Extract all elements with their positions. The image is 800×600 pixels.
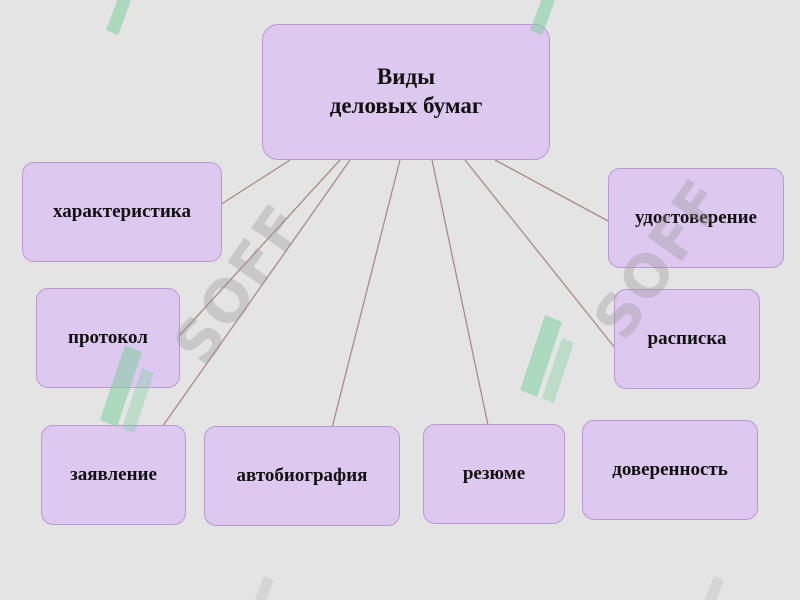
node-application: заявление	[41, 425, 186, 525]
node-resume: резюме	[423, 424, 565, 524]
node-power-of-attorney: доверенность	[582, 420, 758, 520]
connector-autobiography	[331, 159, 401, 429]
node-autobiography: автобиография	[204, 426, 400, 526]
root-node: Виды деловых бумаг	[262, 24, 550, 160]
node-receipt: расписка	[614, 289, 760, 389]
node-protocol: протокол	[36, 288, 180, 388]
node-certificate: удостоверение	[608, 168, 784, 268]
root-title-line2: деловых бумаг	[329, 93, 483, 118]
node-characteristic: характеристика	[22, 162, 222, 262]
connector-resume	[431, 159, 489, 426]
root-title-line1: Виды	[376, 64, 436, 90]
connector-certificate	[494, 159, 611, 223]
connector-application	[159, 159, 351, 431]
connector-characteristic	[219, 159, 291, 206]
connector-receipt	[464, 159, 616, 349]
connector-protocol	[179, 159, 341, 336]
